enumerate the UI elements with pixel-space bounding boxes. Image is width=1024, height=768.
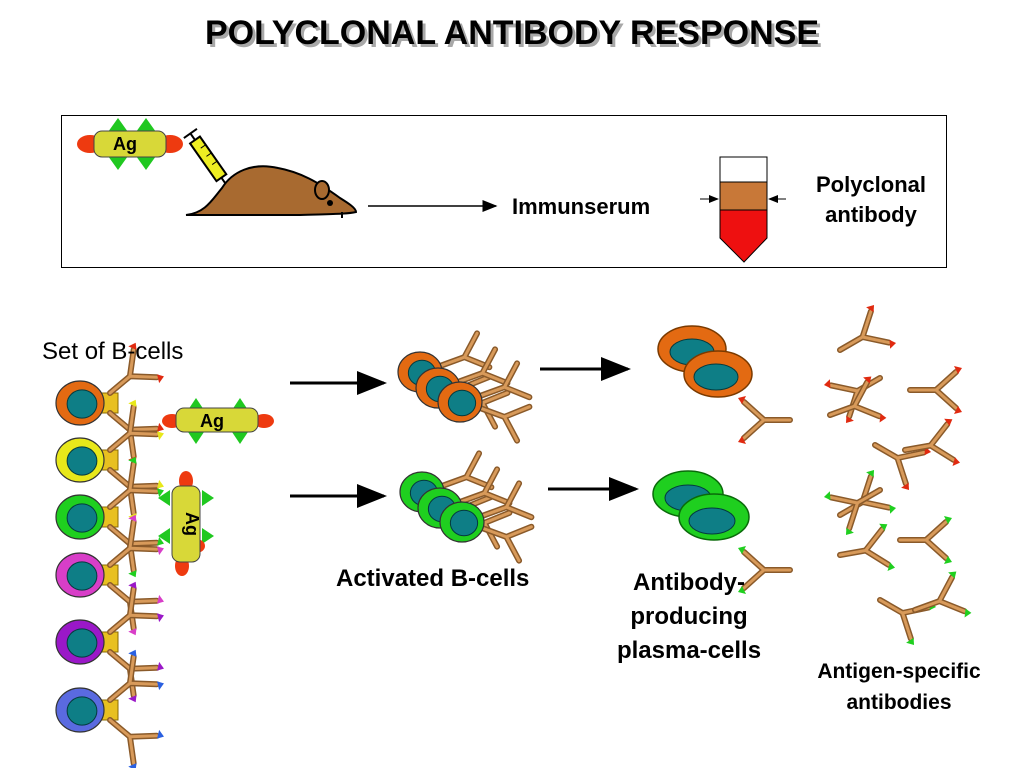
activated-antibody [479,480,535,521]
antigen-specific-antibody [738,546,793,594]
bcell-antigen-label: Ag [200,411,224,431]
b-cell [55,399,164,521]
activated-antibody [455,346,511,387]
polyclonal-line1: Polyclonal [815,172,927,197]
b-cell [55,581,164,703]
antigen-specific-antibody [907,366,962,414]
immunization-panel [61,115,947,268]
activated-b-cell [439,501,485,543]
antigen-specific-antibody [823,487,883,536]
polyclonal-antibody-label: Polyclonal antibody [796,170,946,230]
b-cell-body [55,619,105,665]
antigen-specific-antibody [827,376,887,423]
b-cells-label: Set of B-cells [42,338,184,365]
b-cell-body [55,380,105,426]
antigen-specific-antibody [912,571,972,618]
page-title: POLYCLONAL ANTIBODY RESPONSE [205,14,819,52]
antigen-specific-antibody [738,396,793,444]
syringe-icon [183,128,240,203]
antigen-specific-antibody [837,304,897,353]
activated-cluster-orange [397,330,533,444]
antigen-molecule: Ag [77,118,183,170]
bcell-antigen-label-2: Ag [182,512,202,536]
b-cell-body [55,687,105,733]
antigen-label: Ag [113,134,137,154]
membrane-antibody [107,399,164,453]
b-cell-column [55,342,164,768]
b-cell [55,649,164,768]
membrane-antibody [107,514,164,568]
plasma-cells-label: Antibody- producing plasma-cells [594,566,784,668]
membrane-antibody [107,342,164,396]
antigen-specific-antibody [872,442,932,491]
b-cell [55,342,164,464]
b-cell [55,514,164,636]
membrane-antibody [107,649,164,703]
b-cell-body [55,552,105,598]
immunserum-label: Immunserum [512,194,651,219]
activated-antibody [477,403,533,444]
antigen-specific-antibodies-label: Antigen-specific antibodies [792,656,1006,718]
activated-b-cell [437,381,483,423]
plasma-line2: producing [630,603,748,630]
membrane-antibody [107,456,164,510]
antigen-specific-antibody [902,418,961,466]
polyclonal-line2: antibody [825,202,917,227]
activated-b-cells-label: Activated B-cells [336,565,530,592]
centrifuge-tube-icon [700,156,786,263]
activated-cluster-green [399,450,535,564]
free-antibodies [738,304,972,646]
plasma-cells-green [652,470,750,541]
b-cell-body [55,494,105,540]
activated-antibody [457,466,513,507]
activated-antibody [477,360,533,401]
antibodies-line1: Antigen-specific [817,660,981,683]
antigen-specific-antibody [897,516,952,564]
mouse-icon [185,165,358,218]
activated-antibody [479,523,535,564]
antigen-specific-antibody [877,597,937,646]
plasma-line3: plasma-cells [616,637,762,664]
b-cell-body [55,437,105,483]
plasma-line1: Antibody- [633,569,745,596]
membrane-antibody [107,581,164,635]
antigen-specific-antibody [837,523,896,571]
antigen-bound-vertical: Ag [158,471,214,576]
antigen-bound-horizontal: Ag [162,398,274,444]
antibodies-line2: antibodies [846,691,952,714]
plasma-cells-orange [657,325,753,398]
membrane-antibody [107,717,164,768]
